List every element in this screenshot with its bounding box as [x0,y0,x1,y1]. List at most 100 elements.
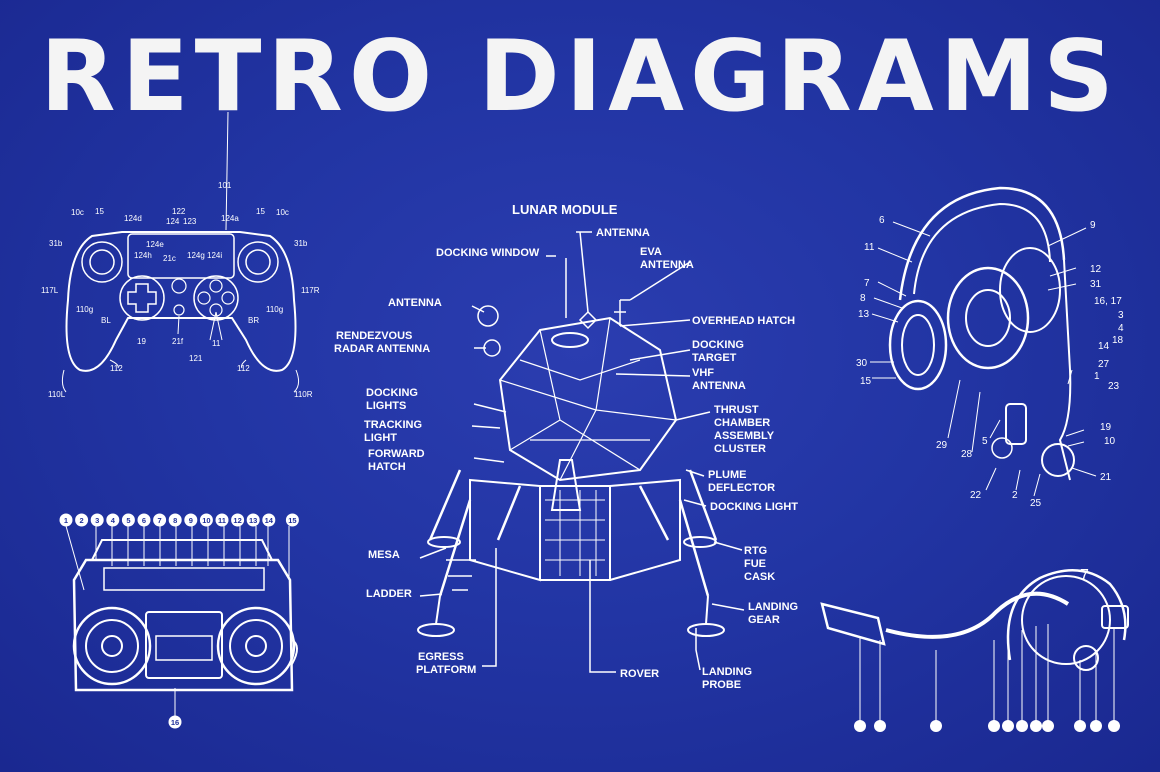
headphones-label: 22 [970,490,982,501]
headphones-diagram: 6 9 11 7 8 13 12 31 16, 17 3 4 18 14 27 … [856,186,1124,509]
gamepad-label: 21c [163,254,176,263]
boombox-callout-number: 5 [126,516,130,525]
headphones-label: 29 [936,440,948,451]
gamepad-label: 15 [256,207,265,216]
label-docking-lights: DOCKING [366,387,418,399]
label-rendezvous: RADAR ANTENNA [334,343,430,355]
boombox-callout-number: 14 [265,516,274,525]
label-forward-hatch: HATCH [368,461,406,473]
label-plume-deflector: PLUME [708,469,747,481]
gamepad-label: 10c [71,208,84,217]
label-antenna-top: ANTENNA [596,227,650,239]
label-thrust: ASSEMBLY [714,430,775,442]
label-egress: EGRESS [418,651,464,663]
label-eva-antenna: ANTENNA [640,259,694,271]
headphones-label: 7 [864,278,870,289]
headphones-label: 3 [1118,310,1124,321]
label-thrust: CHAMBER [714,417,770,429]
boombox-callout-marker [75,513,89,527]
label-docking-light: DOCKING LIGHT [710,501,798,513]
label-docking-target: DOCKING [692,339,744,351]
boombox-callout-marker [285,513,299,527]
headphones-label: 28 [961,449,973,460]
label-vhf-antenna: ANTENNA [692,380,746,392]
label-docking-window: DOCKING WINDOW [436,247,540,259]
poster-title: RETRO DIAGRAMS [40,20,1120,134]
boombox-callout-marker [168,513,182,527]
label-mesa: MESA [368,549,400,561]
headphones-label: 9 [1090,220,1096,231]
label-ladder: LADDER [366,588,412,600]
gamepad-label: 110g [76,305,93,314]
label-rendezvous: RENDEZVOUS [336,330,412,342]
label-landing-probe: PROBE [702,679,741,691]
gamepad-label: 123 [183,217,197,226]
headphones-label: 10 [1104,436,1116,447]
label-antenna-left: ANTENNA [388,297,442,309]
gamepad-label: BL [101,316,111,325]
gamepad-label: 124h [134,251,152,260]
label-egress: PLATFORM [416,664,476,676]
gamepad-label: 110R [294,390,313,399]
label-plume-deflector: DEFLECTOR [708,482,775,494]
gamepad-label: 110L [48,390,66,399]
boombox-callout-number: 6 [142,516,146,525]
headphones-label: 2 [1012,490,1018,501]
gamepad-label: 117R [301,286,320,295]
turntable-diagram: 7 [820,567,1129,732]
headphones-label: 15 [860,376,872,387]
boombox-callout-number: 13 [249,516,257,525]
label-landing-probe: LANDING [702,666,752,678]
boombox-callout-marker [215,513,229,527]
boombox-callout-marker [262,513,276,527]
boombox-callout-number: 3 [95,516,99,525]
boombox-callout-number: 11 [218,516,226,525]
boombox-callout-number: 2 [80,516,84,525]
gamepad-label: 121 [189,354,203,363]
boombox-callout-marker [90,513,104,527]
boombox-callout-marker [199,513,213,527]
label-overhead-hatch: OVERHEAD HATCH [692,315,795,327]
label-rtg: CASK [744,571,775,583]
boombox-diagram [65,525,298,716]
label-tracking-light: LIGHT [364,432,397,444]
headphones-label: 16, 17 [1094,296,1122,307]
gamepad-label: 31b [294,239,308,248]
boombox-callout-marker [246,513,260,527]
gamepad-label: 124e [146,240,164,249]
gamepad-label: 124 [166,217,180,226]
label-tracking-light: TRACKING [364,419,422,431]
label-landing-gear: GEAR [748,614,780,626]
headphones-label: 4 [1118,323,1124,334]
gamepad-label: 124a [221,214,239,223]
headphones-label: 23 [1108,381,1120,392]
gamepad-label: 21f [172,337,184,346]
label-vhf-antenna: VHF [692,367,714,379]
boombox-callout-marker [106,513,120,527]
gamepad-label: 124g [187,251,205,260]
boombox-callout-marker [121,513,135,527]
boombox-callout-number: 8 [173,516,177,525]
turntable-number: 7 [1080,567,1089,584]
lunar-module-diagram: LUNAR MODULE ANTENNA DOCKING WINDOW EVA … [334,202,798,691]
headphones-label: 27 [1098,359,1110,370]
boombox-callout-number: 4 [111,516,116,525]
gamepad-label: 31b [49,239,63,248]
headphones-label: 6 [879,215,885,226]
headphones-label: 12 [1090,264,1102,275]
boombox-bottom-callout-number: 16 [171,718,179,727]
headphones-label: 19 [1100,422,1112,433]
label-docking-target: TARGET [692,352,737,364]
gamepad-label: 112 [237,364,250,373]
label-forward-hatch: FORWARD [368,448,425,460]
boombox-callout-number: 9 [189,516,193,525]
label-landing-gear: LANDING [748,601,798,613]
boombox-callout-number: 7 [158,516,162,525]
gamepad-label: 124d [124,214,142,223]
gamepad-label: 10c [276,208,289,217]
boombox-callout-marker [231,513,245,527]
boombox-callout-marker [59,513,73,527]
headphones-label: 31 [1090,279,1102,290]
boombox-bottom-callout-marker [168,715,182,729]
